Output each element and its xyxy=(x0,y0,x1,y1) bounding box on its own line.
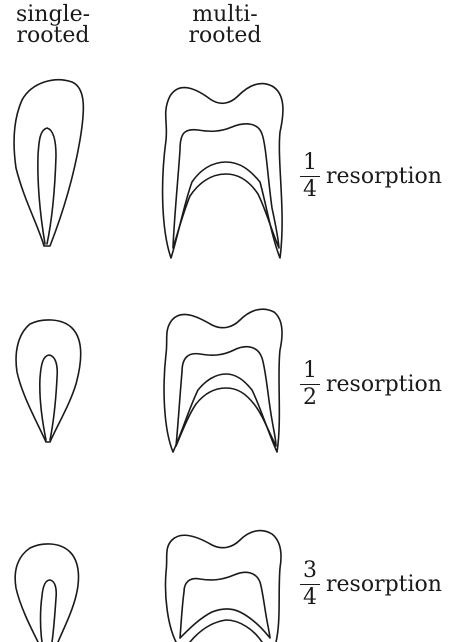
single-tooth-pulp xyxy=(40,355,57,440)
multi-tooth-pulp xyxy=(176,347,276,446)
stage-label-three-quarters: 3 4 resorption xyxy=(300,556,442,612)
fraction-quarter: 1 4 xyxy=(300,152,320,201)
multi-tooth-pulp xyxy=(173,124,279,248)
single-rooted-tooth-three-quarters xyxy=(15,544,78,642)
multi-rooted-tooth-three-quarters xyxy=(165,531,281,642)
multi-tooth-outline xyxy=(163,84,283,258)
multi-rooted-tooth-half xyxy=(164,309,282,452)
stage-label-half: 1 2 resorption xyxy=(300,356,442,412)
single-tooth-outline xyxy=(14,80,83,246)
fraction-half: 1 2 xyxy=(300,360,320,409)
single-rooted-tooth-half xyxy=(16,320,81,442)
multi-tooth-outline xyxy=(165,531,281,642)
fraction-denominator: 2 xyxy=(300,385,320,409)
fraction-denominator: 4 xyxy=(300,585,320,609)
multi-tooth-pulp xyxy=(180,572,270,638)
single-tooth-outline xyxy=(15,544,78,642)
fraction-numerator: 3 xyxy=(300,560,320,585)
single-tooth-pulp xyxy=(38,128,56,244)
fraction-numerator: 1 xyxy=(300,152,320,177)
single-tooth-pulp xyxy=(41,580,57,642)
resorption-word: resorption xyxy=(326,164,442,189)
resorption-word: resorption xyxy=(326,372,442,397)
resorption-word: resorption xyxy=(326,572,442,597)
fraction-numerator: 1 xyxy=(300,360,320,385)
single-rooted-tooth-quarter xyxy=(14,80,83,246)
multi-rooted-tooth-quarter xyxy=(163,84,283,258)
stage-label-quarter: 1 4 resorption xyxy=(300,148,442,204)
fraction-denominator: 4 xyxy=(300,177,320,201)
single-tooth-outline xyxy=(16,320,81,442)
fraction-three-quarters: 3 4 xyxy=(300,560,320,609)
multi-tooth-root-inner xyxy=(190,620,262,642)
